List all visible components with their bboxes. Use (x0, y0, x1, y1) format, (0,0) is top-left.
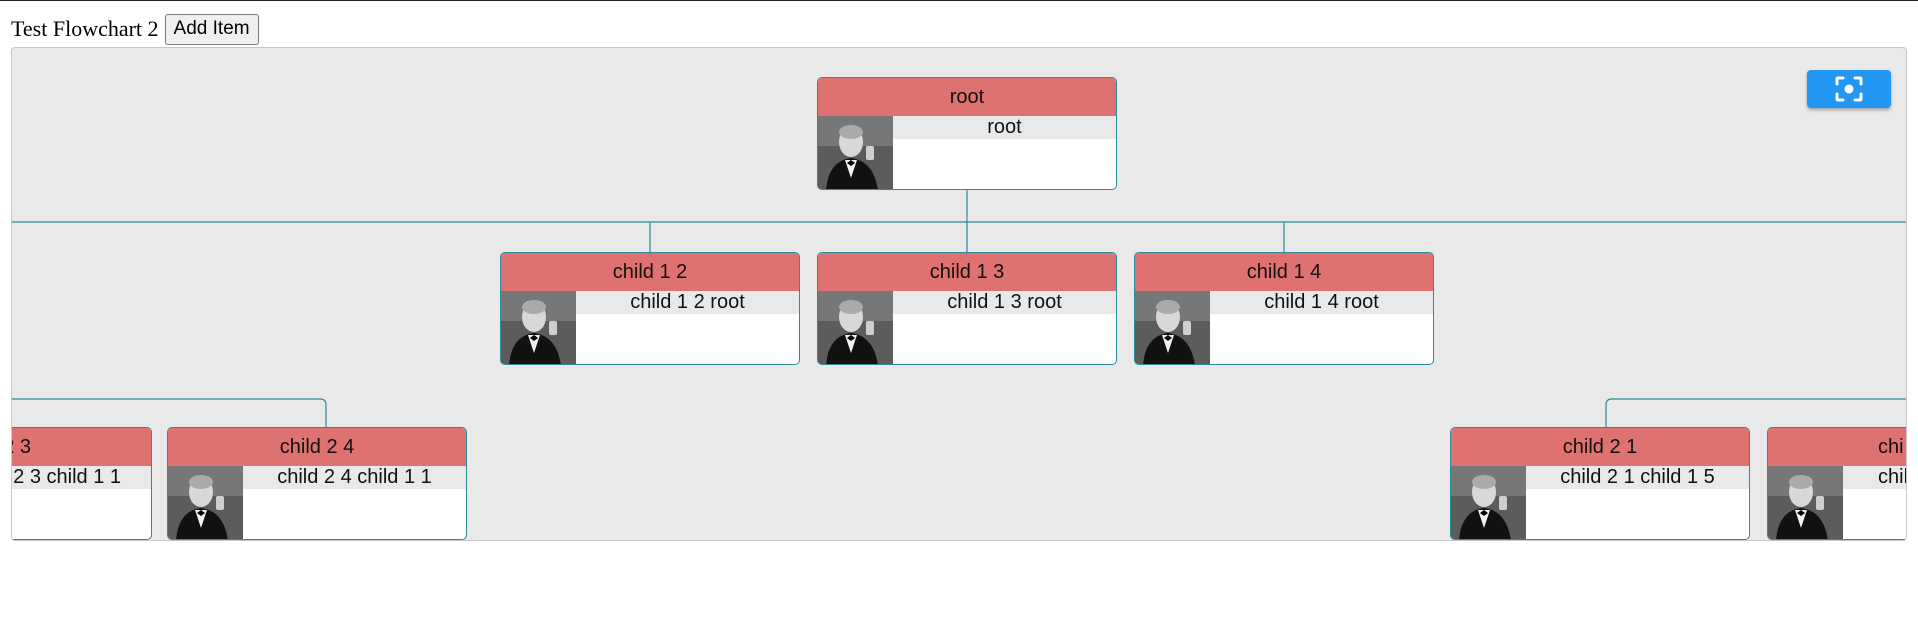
person-photo-icon (501, 291, 576, 364)
node-title: root (818, 78, 1116, 116)
node-subtitle: child 1 2 root (576, 291, 799, 314)
connector-lines (12, 190, 1906, 428)
org-node-child-2-2[interactable]: chi chil (1767, 427, 1906, 540)
fit-screen-button[interactable] (1807, 70, 1891, 108)
flowchart-canvas[interactable]: root root child 1 2 child 1 2 root child… (11, 47, 1907, 541)
node-subtitle: child 1 4 root (1210, 291, 1433, 314)
person-photo-icon (818, 291, 893, 364)
add-item-button[interactable]: Add Item (164, 13, 259, 45)
node-subtitle: 2 3 child 1 1 (12, 466, 151, 489)
avatar (1768, 466, 1843, 539)
node-title: child 2 1 (1451, 428, 1749, 466)
org-node-child-1-3[interactable]: child 1 3 child 1 3 root (817, 252, 1117, 365)
node-title: child 1 3 (818, 253, 1116, 291)
node-subtitle: chil (1843, 466, 1906, 489)
avatar (1451, 466, 1526, 539)
org-node-child-2-3[interactable]: 2 3 2 3 child 1 1 (12, 427, 152, 540)
avatar (1135, 291, 1210, 364)
person-photo-icon (818, 116, 893, 189)
node-title: child 1 2 (501, 253, 799, 291)
org-node-child-1-2[interactable]: child 1 2 child 1 2 root (500, 252, 800, 365)
person-photo-icon (1768, 466, 1843, 539)
fit-screen-icon (1835, 76, 1863, 102)
avatar (818, 291, 893, 364)
node-subtitle: child 2 1 child 1 5 (1526, 466, 1749, 489)
avatar (501, 291, 576, 364)
node-subtitle: root (893, 116, 1116, 139)
org-node-child-2-4[interactable]: child 2 4 child 2 4 child 1 1 (167, 427, 467, 540)
node-title: chi (1768, 428, 1906, 466)
person-photo-icon (1451, 466, 1526, 539)
node-title: child 1 4 (1135, 253, 1433, 291)
header: Test Flowchart 2 Add Item (11, 13, 259, 45)
avatar (818, 116, 893, 189)
org-node-root[interactable]: root root (817, 77, 1117, 190)
node-title: child 2 4 (168, 428, 466, 466)
node-title: 2 3 (12, 428, 151, 466)
person-photo-icon (168, 466, 243, 539)
node-subtitle: child 1 3 root (893, 291, 1116, 314)
node-subtitle: child 2 4 child 1 1 (243, 466, 466, 489)
person-photo-icon (1135, 291, 1210, 364)
avatar (168, 466, 243, 539)
page-title: Test Flowchart 2 (11, 16, 159, 41)
org-node-child-1-4[interactable]: child 1 4 child 1 4 root (1134, 252, 1434, 365)
org-node-child-2-1[interactable]: child 2 1 child 2 1 child 1 5 (1450, 427, 1750, 540)
